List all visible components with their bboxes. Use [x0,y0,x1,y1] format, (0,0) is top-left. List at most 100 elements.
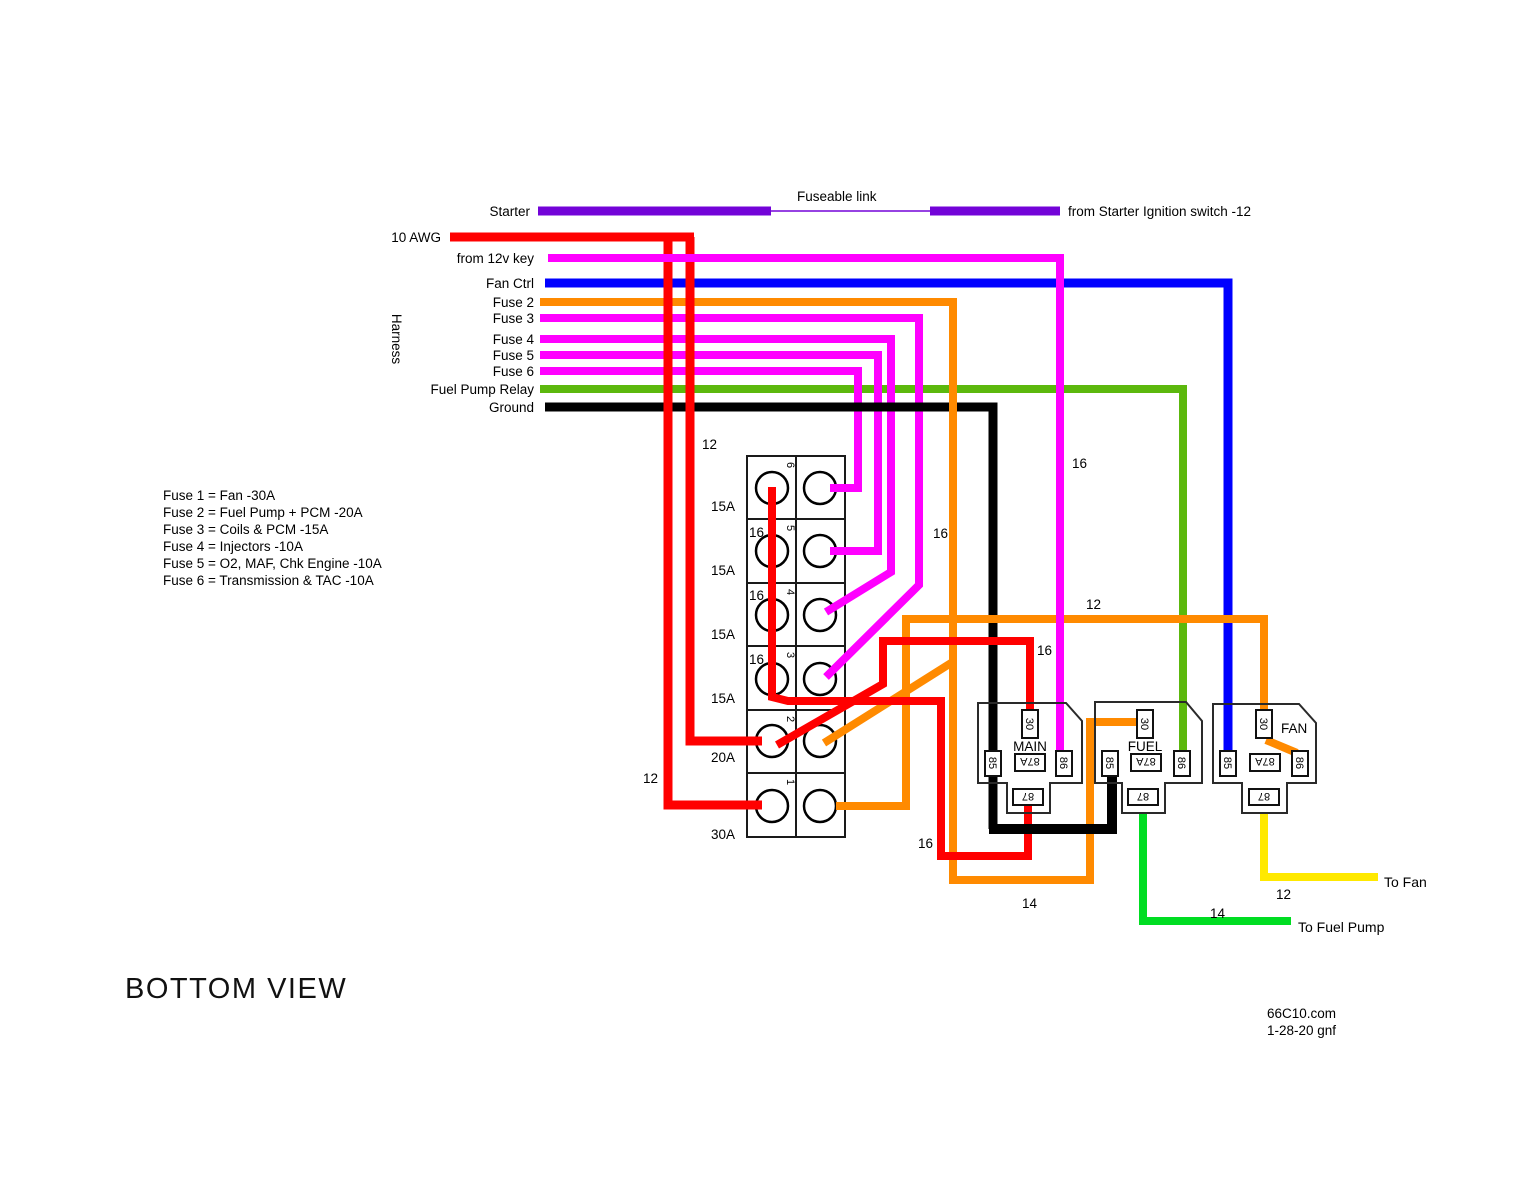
red-wires [450,232,1034,860]
gauge-main30: 16 [1037,643,1052,658]
fuse2-number: 2 [784,716,796,722]
legend-line-2: Fuse 2 = Fuel Pump + PCM -20A [163,505,363,520]
fuse-block-body [746,455,846,838]
fuse2-to-fuel30-wire [540,298,1137,884]
legend-line-4: Fuse 4 = Injectors -10A [163,539,303,554]
fan-pin86-label: 86 [1293,757,1305,769]
fuse6-label: Fuse 6 [493,364,534,379]
fuse5-wire [540,351,882,555]
fuse-legend: Fuse 1 = Fan -30A Fuse 2 = Fuel Pump + P… [163,488,382,588]
fuse-block-labels: 6 5 4 3 2 1 15A 15A 15A 15A 20A 30A 16 1… [711,462,796,842]
main-pin86-label: 86 [1057,757,1069,769]
fan-pin87a-label: 87A [1255,755,1275,767]
fuse3-gauge: 16 [749,652,764,667]
main-pin87a-label: 87A [1020,755,1040,767]
fuse1-amps: 30A [711,827,735,842]
gauge-key-wire: 16 [1072,456,1087,471]
fuel-pin86-label: 86 [1175,757,1187,769]
fuel-relay-outline [1094,701,1203,814]
output-labels: To Fan To Fuel Pump [1298,874,1427,935]
fuse6-amps: 15A [711,499,735,514]
ignition-switch-label: from Starter Ignition switch -12 [1068,204,1251,219]
gauge-fan-out: 12 [1276,887,1291,902]
fuse3-amps: 15A [711,691,735,706]
fuse2-label: Fuse 2 [493,295,534,310]
ground-label: Ground [489,400,534,415]
main87-to-fuse3-wire [768,679,1032,860]
ten-awg-feed-wire [450,232,762,810]
harness-label: Harness [389,314,404,365]
fuel-pump-relay-wire [540,385,1187,751]
main-pin85-label: 85 [986,757,998,769]
relay-pin-boxes [984,709,1309,806]
gauge-fuel-out: 14 [1210,906,1226,921]
fuse5-gauge: 16 [749,525,764,540]
fuse-feed-wires [540,314,923,680]
fuel-pin85-label: 85 [1103,757,1115,769]
fan-pin85-label: 85 [1221,757,1233,769]
gauge-fuse2-wire: 16 [933,526,948,541]
fuel-pin87-label: 87 [1137,790,1149,802]
legend-line-5: Fuse 5 = O2, MAF, Chk Engine -10A [163,556,382,571]
relay-outlines [977,701,1317,814]
fan-pin87-label: 87 [1258,790,1270,802]
to-fan-label: To Fan [1384,874,1427,890]
gauge-fan-feed: 12 [1086,597,1101,612]
legend-line-6: Fuse 6 = Transmission & TAC -10A [163,573,374,588]
credit-date: 1-28-20 gnf [1267,1023,1336,1038]
fuse5-number: 5 [784,525,796,531]
main-relay-label: MAIN [1013,739,1047,754]
fan-ctrl-wire [545,278,1233,751]
gauge-main87: 16 [918,836,933,851]
fuse4-number: 4 [784,589,796,595]
ground-bus [989,776,1117,834]
page-title: BOTTOM VIEW [125,973,347,1005]
fuse1-right-terminal [802,788,838,824]
fan-output-wire [1260,813,1378,881]
fuse1-number: 1 [784,779,796,785]
to-fuel-pump-label: To Fuel Pump [1298,919,1385,935]
relay-name-labels: MAIN FUEL FAN [1013,721,1307,754]
fan-pin30-label: 30 [1257,718,1269,730]
fuse5-amps: 15A [711,563,735,578]
credit-site: 66C10.com [1267,1006,1336,1021]
legend-line-3: Fuse 3 = Coils & PCM -15A [163,522,328,537]
key-12v-wire [548,254,1064,751]
fuse6-wire [540,367,862,492]
gauge-feed-top: 12 [702,437,717,452]
gauge-feed-left: 12 [643,771,658,786]
fuel-relay-label: FUEL [1128,739,1163,754]
fuse2-amps: 20A [711,750,735,765]
main-pin30-label: 30 [1023,718,1035,730]
legend-line-1: Fuse 1 = Fan -30A [163,488,275,503]
main-pin87-label: 87 [1022,790,1034,802]
relay-pin-labels: 30 85 87A 86 87 30 85 87A 86 87 30 85 87… [986,718,1305,802]
gauge-fuel-feed: 14 [1022,896,1038,911]
fuse3-number: 3 [784,652,796,658]
fuse4-label: Fuse 4 [493,332,535,347]
gauge-labels: 12 12 16 16 12 16 16 14 12 14 [643,437,1291,921]
fuse3-label: Fuse 3 [493,311,534,326]
fuse5-label: Fuse 5 [493,348,534,363]
fan-ctrl-label: Fan Ctrl [486,276,534,291]
fuse2-right-terminal [802,723,838,759]
starter-label: Starter [489,204,530,219]
fuel-pin87a-label: 87A [1136,755,1156,767]
fuse3-wire [540,314,923,680]
fuel-pump-output-wire [1139,813,1291,925]
fuse1-to-fan30-wire [836,615,1268,810]
fuse6-number: 6 [784,462,796,468]
fuse4-right-terminal [802,597,838,633]
key-12v-label: from 12v key [457,251,535,266]
fuse4-wire [540,335,895,616]
fuel-pin30-label: 30 [1138,718,1150,730]
ten-awg-label: 10 AWG [391,230,441,245]
fan-relay-label: FAN [1281,721,1307,736]
fan-relay-outline [1212,703,1317,814]
fuse4-amps: 15A [711,627,735,642]
fuseable-link-label: Fuseable link [797,189,877,204]
harness-labels: Starter Fuseable link from Starter Ignit… [389,189,1251,415]
main-relay-outline [977,702,1083,814]
